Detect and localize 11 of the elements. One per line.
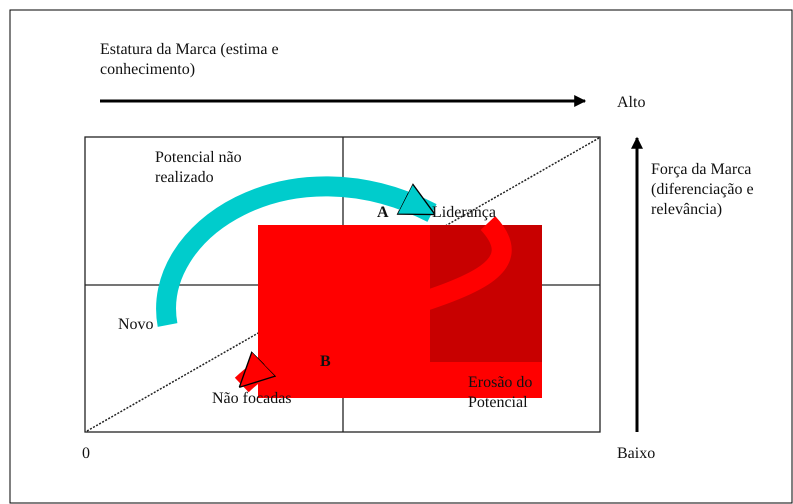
axis-label: Alto [617,93,646,113]
quadrant-label: Potencial não realizado [155,148,285,188]
quadrant-label: Novo [118,315,154,335]
origin-label: 0 [82,444,91,464]
quadrant-label: Erosão do Potencial [468,373,578,413]
axis-label: Estatura da Marca (estima e conhecimento) [100,40,280,80]
edge-label: A [377,203,389,223]
axis-label: Força da Marca (diferenciação e relevância) [651,160,755,220]
edge-label: B [320,352,331,372]
curved-arrow [236,217,511,393]
axis-label: Baixo [617,444,656,464]
